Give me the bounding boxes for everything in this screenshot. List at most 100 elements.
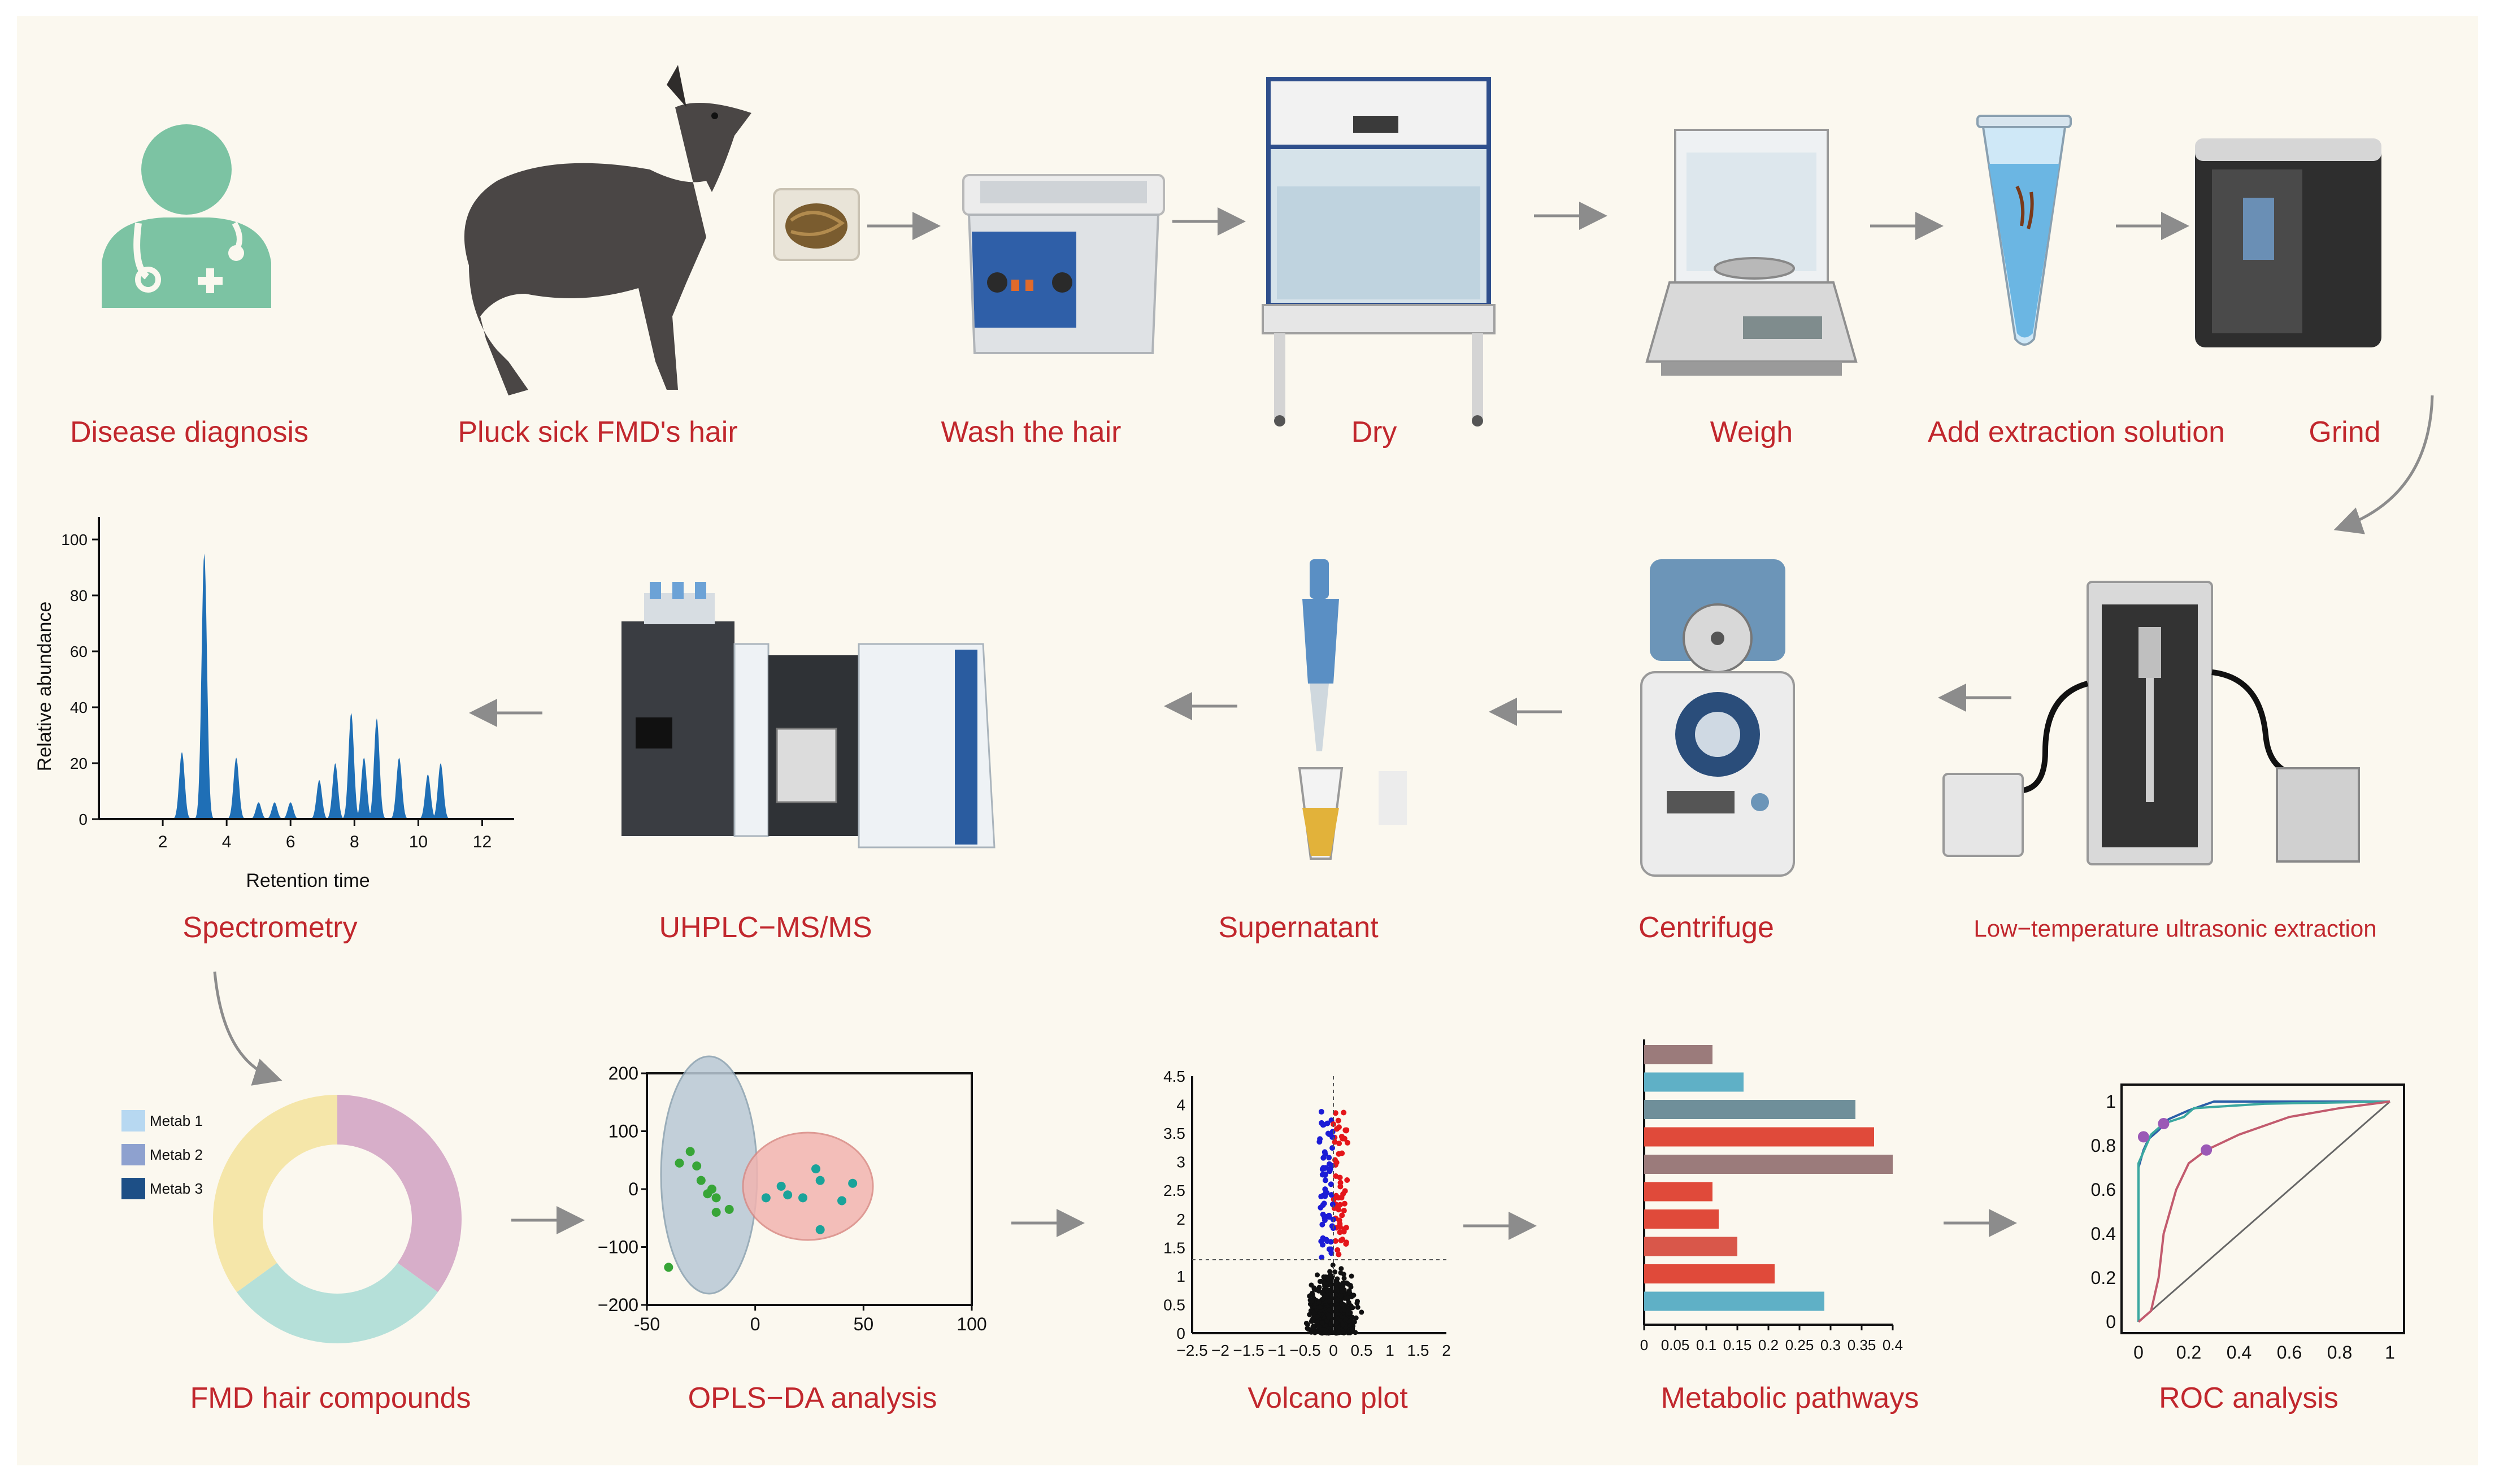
volcano-point [1327,1288,1332,1294]
volcano-point [1333,1281,1339,1286]
volcano-point [1323,1190,1329,1196]
volcano-point [1333,1173,1339,1179]
spectrum-y-tick-label: 60 [70,643,88,660]
uhplc-instrument-icon [621,582,996,848]
roc-x-tick-label: 0.4 [2227,1342,2251,1363]
volcano-point [1316,1299,1322,1305]
volcano-point [1340,1283,1346,1289]
opls-point [848,1178,858,1188]
volcano-point [1316,1324,1322,1329]
volcano-point [1329,1134,1336,1140]
group1-ellipse [660,1055,758,1295]
opls-point [711,1208,721,1217]
label-dry: Dry [1351,416,1397,449]
volcano-point [1345,1295,1350,1300]
volcano-point [1338,1266,1344,1272]
roc-y-tick-label: 0.6 [2091,1180,2116,1200]
volcano-point [1337,1180,1344,1186]
biosafety-cabinet-icon [1262,77,1496,427]
legend-swatch [121,1144,145,1165]
hair-bag-icon [773,188,860,261]
pathway-bar [1644,1291,1824,1311]
tube-icon [1976,115,2072,346]
opls-x-tick-label: 100 [957,1314,986,1334]
volcano-point [1335,1247,1341,1253]
roc-marker [2201,1144,2213,1156]
spectrum-y-tick-label: 0 [79,811,88,828]
pathways-x-tick-label: 0.1 [1696,1337,1716,1354]
volcano-point [1353,1315,1359,1321]
volcano-point [1341,1207,1347,1213]
opls-x-tick-label: 50 [854,1314,874,1334]
volcano-point [1337,1202,1343,1208]
volcano-point [1335,1117,1341,1124]
spectrum-x-tick-label: 10 [409,833,428,851]
volcano-x-tick-label: 2 [1442,1342,1451,1359]
volcano-point [1306,1326,1311,1332]
volcano-point [1338,1294,1344,1299]
volcano-point [1312,1330,1318,1335]
volcano-point [1337,1221,1343,1227]
label-ultrasonic: Low−temperature ultrasonic extraction [1974,915,2377,942]
volcano-point [1349,1327,1355,1333]
volcano-point [1327,1298,1332,1304]
volcano-point [1322,1215,1328,1221]
grinder-icon [2195,138,2381,347]
volcano-point [1334,1287,1340,1292]
label-pluck-hair: Pluck sick FMD's hair [458,416,738,449]
pathways-x-tick-label: 0.2 [1758,1337,1779,1354]
volcano-y-tick-label: 3 [1176,1154,1185,1171]
legend-label: Metab 1 [150,1112,203,1129]
roc-y-tick-label: 1 [2106,1091,2116,1112]
volcano-point [1326,1155,1332,1161]
volcano-point [1318,1109,1324,1115]
volcano-point [1339,1150,1345,1156]
volcano-point [1314,1314,1320,1320]
spectrum-x-tick-label: 6 [286,833,295,851]
donut-slice [237,1263,438,1343]
volcano-point [1340,1135,1346,1142]
label-disease-diagnosis: Disease diagnosis [69,416,309,449]
opls-point [815,1225,825,1234]
volcano-x-tick-label: 1.5 [1407,1342,1429,1359]
roc-marker [2158,1118,2170,1129]
pathway-bar [1644,1127,1874,1147]
roc-x-tick-label: 0 [2133,1342,2144,1363]
opls-point [711,1193,721,1203]
volcano-point [1315,1272,1320,1278]
volcano-point [1335,1297,1340,1303]
label-pathways: Metabolic pathways [1661,1382,1919,1415]
volcano-point [1325,1315,1331,1320]
volcano-point [1350,1305,1355,1311]
volcano-point [1309,1282,1314,1288]
volcano-point [1332,1110,1338,1116]
volcano-point [1320,1121,1327,1128]
legend-label: Metab 2 [150,1146,203,1163]
volcano-point [1322,1281,1327,1286]
volcano-point [1322,1149,1328,1155]
volcano-point [1322,1330,1328,1335]
roc-y-tick-label: 0.4 [2091,1224,2116,1244]
pathway-bar [1644,1045,1712,1064]
volcano-point [1318,1194,1324,1200]
volcano-y-tick-label: 4 [1176,1096,1185,1114]
pathways-x-tick-label: 0 [1640,1337,1648,1354]
volcano-point [1329,1201,1336,1207]
volcano-x-tick-label: 0.5 [1351,1342,1373,1359]
label-roc: ROC analysis [2159,1382,2338,1415]
legend-swatch [121,1110,145,1132]
roc-x-tick-label: 0.8 [2327,1342,2352,1363]
volcano-y-tick-label: 0 [1176,1325,1185,1342]
volcano-point [1320,1296,1326,1302]
label-add-extraction: Add extraction solution [1927,416,2225,449]
pathway-bar [1644,1264,1775,1283]
volcano-x-tick-label: −2.5 [1176,1342,1207,1359]
volcano-point [1351,1319,1357,1325]
volcano-point [1355,1304,1360,1310]
volcano-point [1343,1128,1349,1134]
volcano-point [1346,1300,1351,1305]
volcano-point [1322,1165,1328,1171]
volcano-point [1322,1172,1328,1178]
